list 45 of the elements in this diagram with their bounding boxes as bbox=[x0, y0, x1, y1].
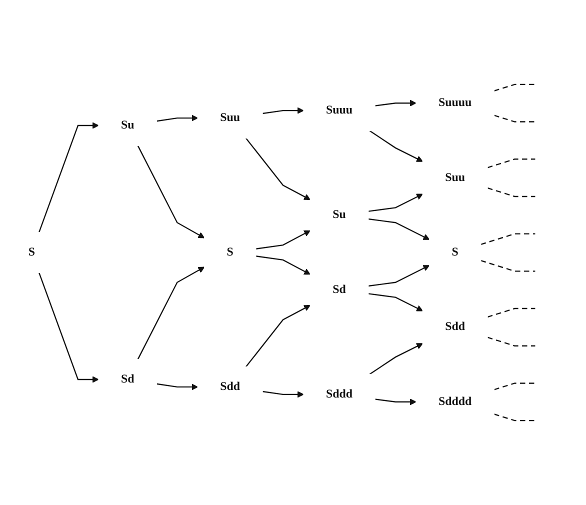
arrow bbox=[156, 114, 198, 122]
node-text: Su bbox=[332, 208, 346, 222]
node-text: Sdd bbox=[445, 320, 466, 334]
arrow bbox=[369, 130, 423, 162]
arrow bbox=[374, 398, 416, 406]
node-text: Sdddd bbox=[438, 395, 472, 408]
connector bbox=[494, 414, 536, 422]
node-text: Suuu bbox=[326, 104, 353, 117]
arrow bbox=[368, 265, 430, 287]
node-text: Suu bbox=[445, 171, 466, 184]
arrow bbox=[246, 304, 311, 368]
arrow bbox=[374, 100, 416, 106]
arrow bbox=[368, 293, 423, 312]
connector bbox=[487, 308, 536, 318]
node-text: S bbox=[226, 246, 234, 258]
arrow bbox=[368, 218, 430, 240]
arrow bbox=[137, 145, 205, 238]
connector bbox=[480, 233, 536, 245]
arrow bbox=[368, 194, 423, 212]
arrow bbox=[256, 256, 311, 275]
node-text: Su bbox=[120, 118, 134, 132]
arrow bbox=[369, 343, 423, 375]
node-text: Sdd bbox=[220, 380, 240, 393]
node-text: Suuuu bbox=[438, 96, 472, 110]
arrow bbox=[38, 122, 99, 233]
node-text: Sddd bbox=[326, 388, 353, 400]
arrow bbox=[38, 272, 99, 383]
arrow bbox=[137, 266, 205, 360]
arrow bbox=[156, 383, 198, 390]
arrow bbox=[246, 138, 311, 200]
arrow bbox=[262, 390, 304, 398]
arrow bbox=[256, 230, 311, 250]
node-text: S bbox=[28, 246, 36, 258]
connector bbox=[494, 382, 536, 390]
node-text: S bbox=[452, 246, 458, 258]
node-text: Suu bbox=[220, 111, 240, 124]
connector bbox=[487, 336, 536, 346]
connector bbox=[494, 114, 536, 122]
connector bbox=[480, 260, 536, 272]
arrow bbox=[262, 107, 304, 114]
connector bbox=[494, 84, 536, 92]
connector bbox=[487, 158, 536, 168]
node-text: Sd bbox=[332, 283, 346, 296]
node-text: Sd bbox=[120, 372, 134, 386]
connector bbox=[487, 187, 536, 198]
